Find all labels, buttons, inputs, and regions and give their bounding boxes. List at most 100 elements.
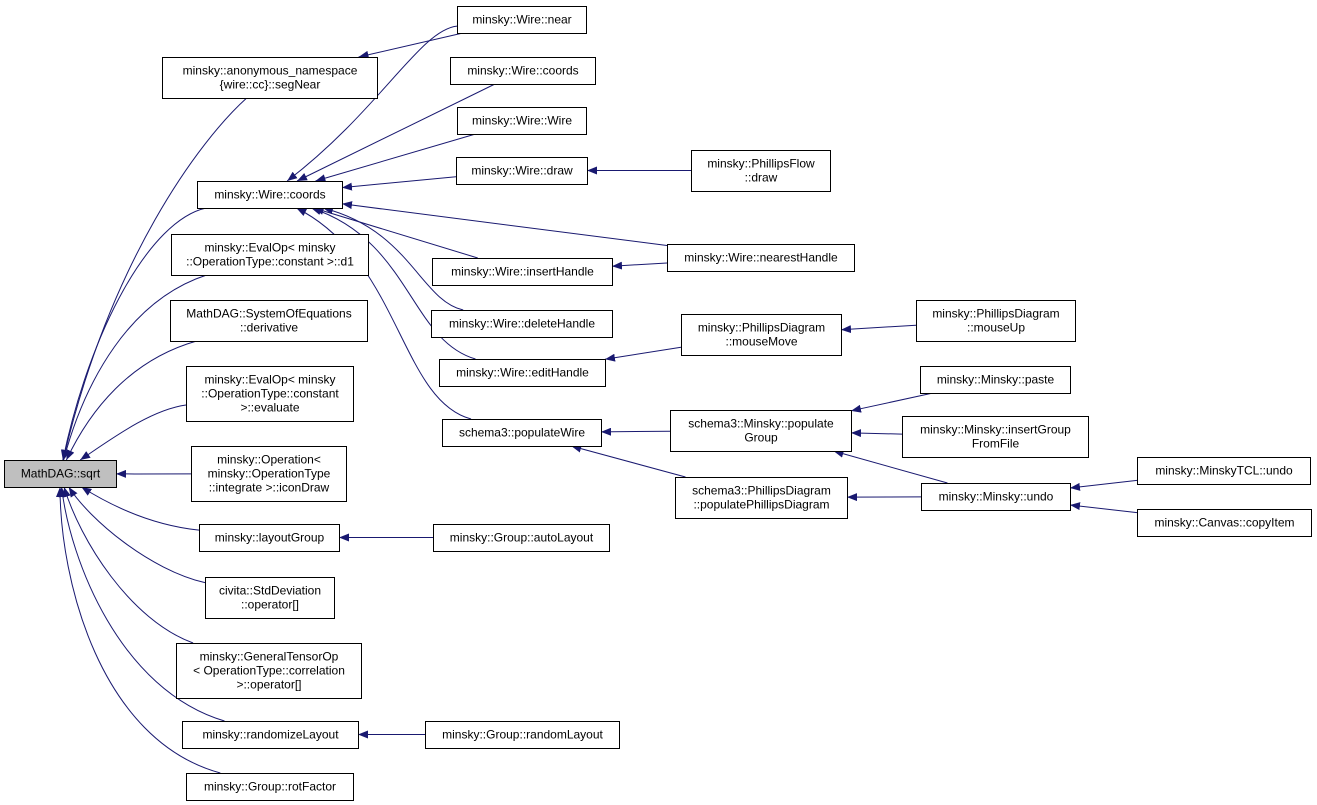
node-box — [205, 577, 335, 619]
node-label: < OperationType::correlation — [193, 664, 345, 678]
edge-mouseMove-to-editHandle — [604, 346, 682, 362]
node-minskyUndo[interactable]: minsky::Minsky::undo — [921, 483, 1071, 511]
node-wireNear[interactable]: minsky::Wire::near — [457, 6, 587, 34]
edge-randomizeLayout-to-sqrt — [58, 486, 225, 722]
edge-paste-to-populateGroup — [850, 392, 934, 413]
node-iconDraw[interactable]: minsky::Operation<minsky::OperationType:… — [191, 446, 347, 502]
node-label: MathDAG::SystemOfEquations — [186, 307, 351, 321]
node-genTensor[interactable]: minsky::GeneralTensorOp< OperationType::… — [176, 643, 362, 699]
node-insertHandle[interactable]: minsky::Wire::insertHandle — [432, 258, 613, 286]
node-populateWire[interactable]: schema3::populateWire — [442, 419, 602, 447]
node-box — [1137, 509, 1312, 537]
node-label: schema3::PhillipsDiagram — [692, 484, 831, 498]
node-box — [439, 359, 606, 387]
node-autoLayout[interactable]: minsky::Group::autoLayout — [433, 524, 610, 552]
edge-populateGroup-to-populateWire — [600, 427, 671, 436]
node-label: minsky::EvalOp< minsky — [204, 373, 335, 387]
node-label: {wire::cc}::segNear — [220, 78, 321, 92]
node-label: MathDAG::sqrt — [21, 467, 101, 481]
node-box — [921, 483, 1071, 511]
node-evalD1[interactable]: minsky::EvalOp< minsky::OperationType::c… — [171, 234, 369, 276]
node-mouseMove[interactable]: minsky::PhillipsDiagram::mouseMove — [681, 314, 842, 356]
node-wireDraw[interactable]: minsky::Wire::draw — [456, 157, 588, 185]
node-box — [916, 300, 1076, 342]
edge-minskyUndo-to-populateGroup — [833, 449, 948, 484]
node-paste[interactable]: minsky::Minsky::paste — [920, 366, 1071, 394]
edge-editHandle-to-wireCoordsMain — [311, 207, 476, 360]
node-box — [1137, 457, 1311, 485]
node-label: schema3::Minsky::populate — [688, 417, 834, 431]
node-label: civita::StdDeviation — [219, 584, 321, 598]
node-label: minsky::Wire::deleteHandle — [449, 317, 595, 331]
node-label: minsky::PhillipsDiagram — [698, 321, 825, 335]
node-box — [186, 366, 354, 422]
node-deleteHandle[interactable]: minsky::Wire::deleteHandle — [431, 310, 613, 338]
node-layer: MathDAG::sqrt minsky::anonymous_namespace… — [4, 6, 1312, 801]
node-label: minsky::layoutGroup — [215, 531, 325, 545]
node-wireWire[interactable]: minsky::Wire::Wire — [457, 107, 587, 135]
node-sqrt[interactable]: MathDAG::sqrt — [4, 460, 117, 488]
node-label: minsky::Wire::coords — [467, 64, 578, 78]
node-box — [457, 107, 587, 135]
edge-copyItem-to-minskyUndo — [1069, 502, 1138, 514]
node-label: ::populatePhillipsDiagram — [693, 498, 829, 512]
node-label: ::OperationType::constant — [201, 387, 339, 401]
node-evaluate[interactable]: minsky::EvalOp< minsky::OperationType::c… — [186, 366, 354, 422]
node-label: minsky::OperationType — [208, 467, 331, 481]
node-label: minsky::Wire::draw — [471, 164, 573, 178]
node-label: minsky::randomizeLayout — [202, 728, 339, 742]
edge-evaluate-to-sqrt — [79, 404, 187, 461]
node-randomizeLayout[interactable]: minsky::randomizeLayout — [182, 721, 359, 749]
node-box — [431, 310, 613, 338]
node-tclUndo[interactable]: minsky::MinskyTCL::undo — [1137, 457, 1311, 485]
edge-genTensor-to-sqrt — [63, 486, 194, 644]
edge-evalD1-to-sqrt — [62, 274, 207, 461]
edge-wireNear-to-segNear — [358, 32, 463, 59]
node-label: minsky::Minsky::undo — [939, 490, 1054, 504]
node-label: minsky::Minsky::insertGroup — [920, 423, 1071, 437]
node-phillipsFlowDraw[interactable]: minsky::PhillipsFlow::draw — [691, 150, 831, 192]
node-copyItem[interactable]: minsky::Canvas::copyItem — [1137, 509, 1312, 537]
node-box — [199, 524, 340, 552]
node-layoutGroup[interactable]: minsky::layoutGroup — [199, 524, 340, 552]
node-label: ::mouseMove — [725, 335, 797, 349]
node-box — [4, 460, 117, 488]
edge-wireCoordsMain-to-sqrt — [60, 207, 207, 461]
node-label: minsky::Group::rotFactor — [204, 780, 336, 794]
node-label: minsky::EvalOp< minsky — [204, 241, 335, 255]
node-label: minsky::MinskyTCL::undo — [1155, 464, 1293, 478]
node-mouseUp[interactable]: minsky::PhillipsDiagram::mouseUp — [916, 300, 1076, 342]
node-wireCoords2[interactable]: minsky::Wire::coords — [450, 57, 596, 85]
node-box — [170, 300, 368, 342]
node-segNear[interactable]: minsky::anonymous_namespace{wire::cc}::s… — [162, 57, 378, 99]
node-label: ::operator[] — [241, 598, 299, 612]
node-label: minsky::Group::randomLayout — [442, 728, 603, 742]
node-box — [425, 721, 620, 749]
node-label: ::draw — [745, 171, 778, 185]
node-label: minsky::Wire::insertHandle — [451, 265, 594, 279]
edge-wireCoords2-to-wireCoordsMain — [296, 83, 496, 182]
edge-deleteHandle-to-wireCoordsMain — [322, 206, 464, 311]
node-stdDev[interactable]: civita::StdDeviation::operator[] — [205, 577, 335, 619]
node-editHandle[interactable]: minsky::Wire::editHandle — [439, 359, 606, 387]
node-label: minsky::Canvas::copyItem — [1154, 516, 1294, 530]
node-populatePD[interactable]: schema3::PhillipsDiagram::populatePhilli… — [675, 477, 848, 519]
node-box — [442, 419, 602, 447]
node-label: minsky::GeneralTensorOp — [200, 650, 339, 664]
node-nearestHandle[interactable]: minsky::Wire::nearestHandle — [667, 244, 855, 272]
node-box — [456, 157, 588, 185]
edge-layer — [56, 25, 1138, 774]
node-box — [675, 477, 848, 519]
node-rotFactor[interactable]: minsky::Group::rotFactor — [186, 773, 354, 801]
node-wireCoordsMain[interactable]: minsky::Wire::coords — [197, 181, 343, 209]
edge-derivative-to-sqrt — [65, 340, 197, 461]
node-randomLayout[interactable]: minsky::Group::randomLayout — [425, 721, 620, 749]
node-label: ::derivative — [240, 321, 298, 335]
node-box — [920, 366, 1071, 394]
edge-insertGroupFromFile-to-populateGroup — [850, 429, 903, 438]
node-derivative[interactable]: MathDAG::SystemOfEquations::derivative — [170, 300, 368, 342]
node-box — [691, 150, 831, 192]
